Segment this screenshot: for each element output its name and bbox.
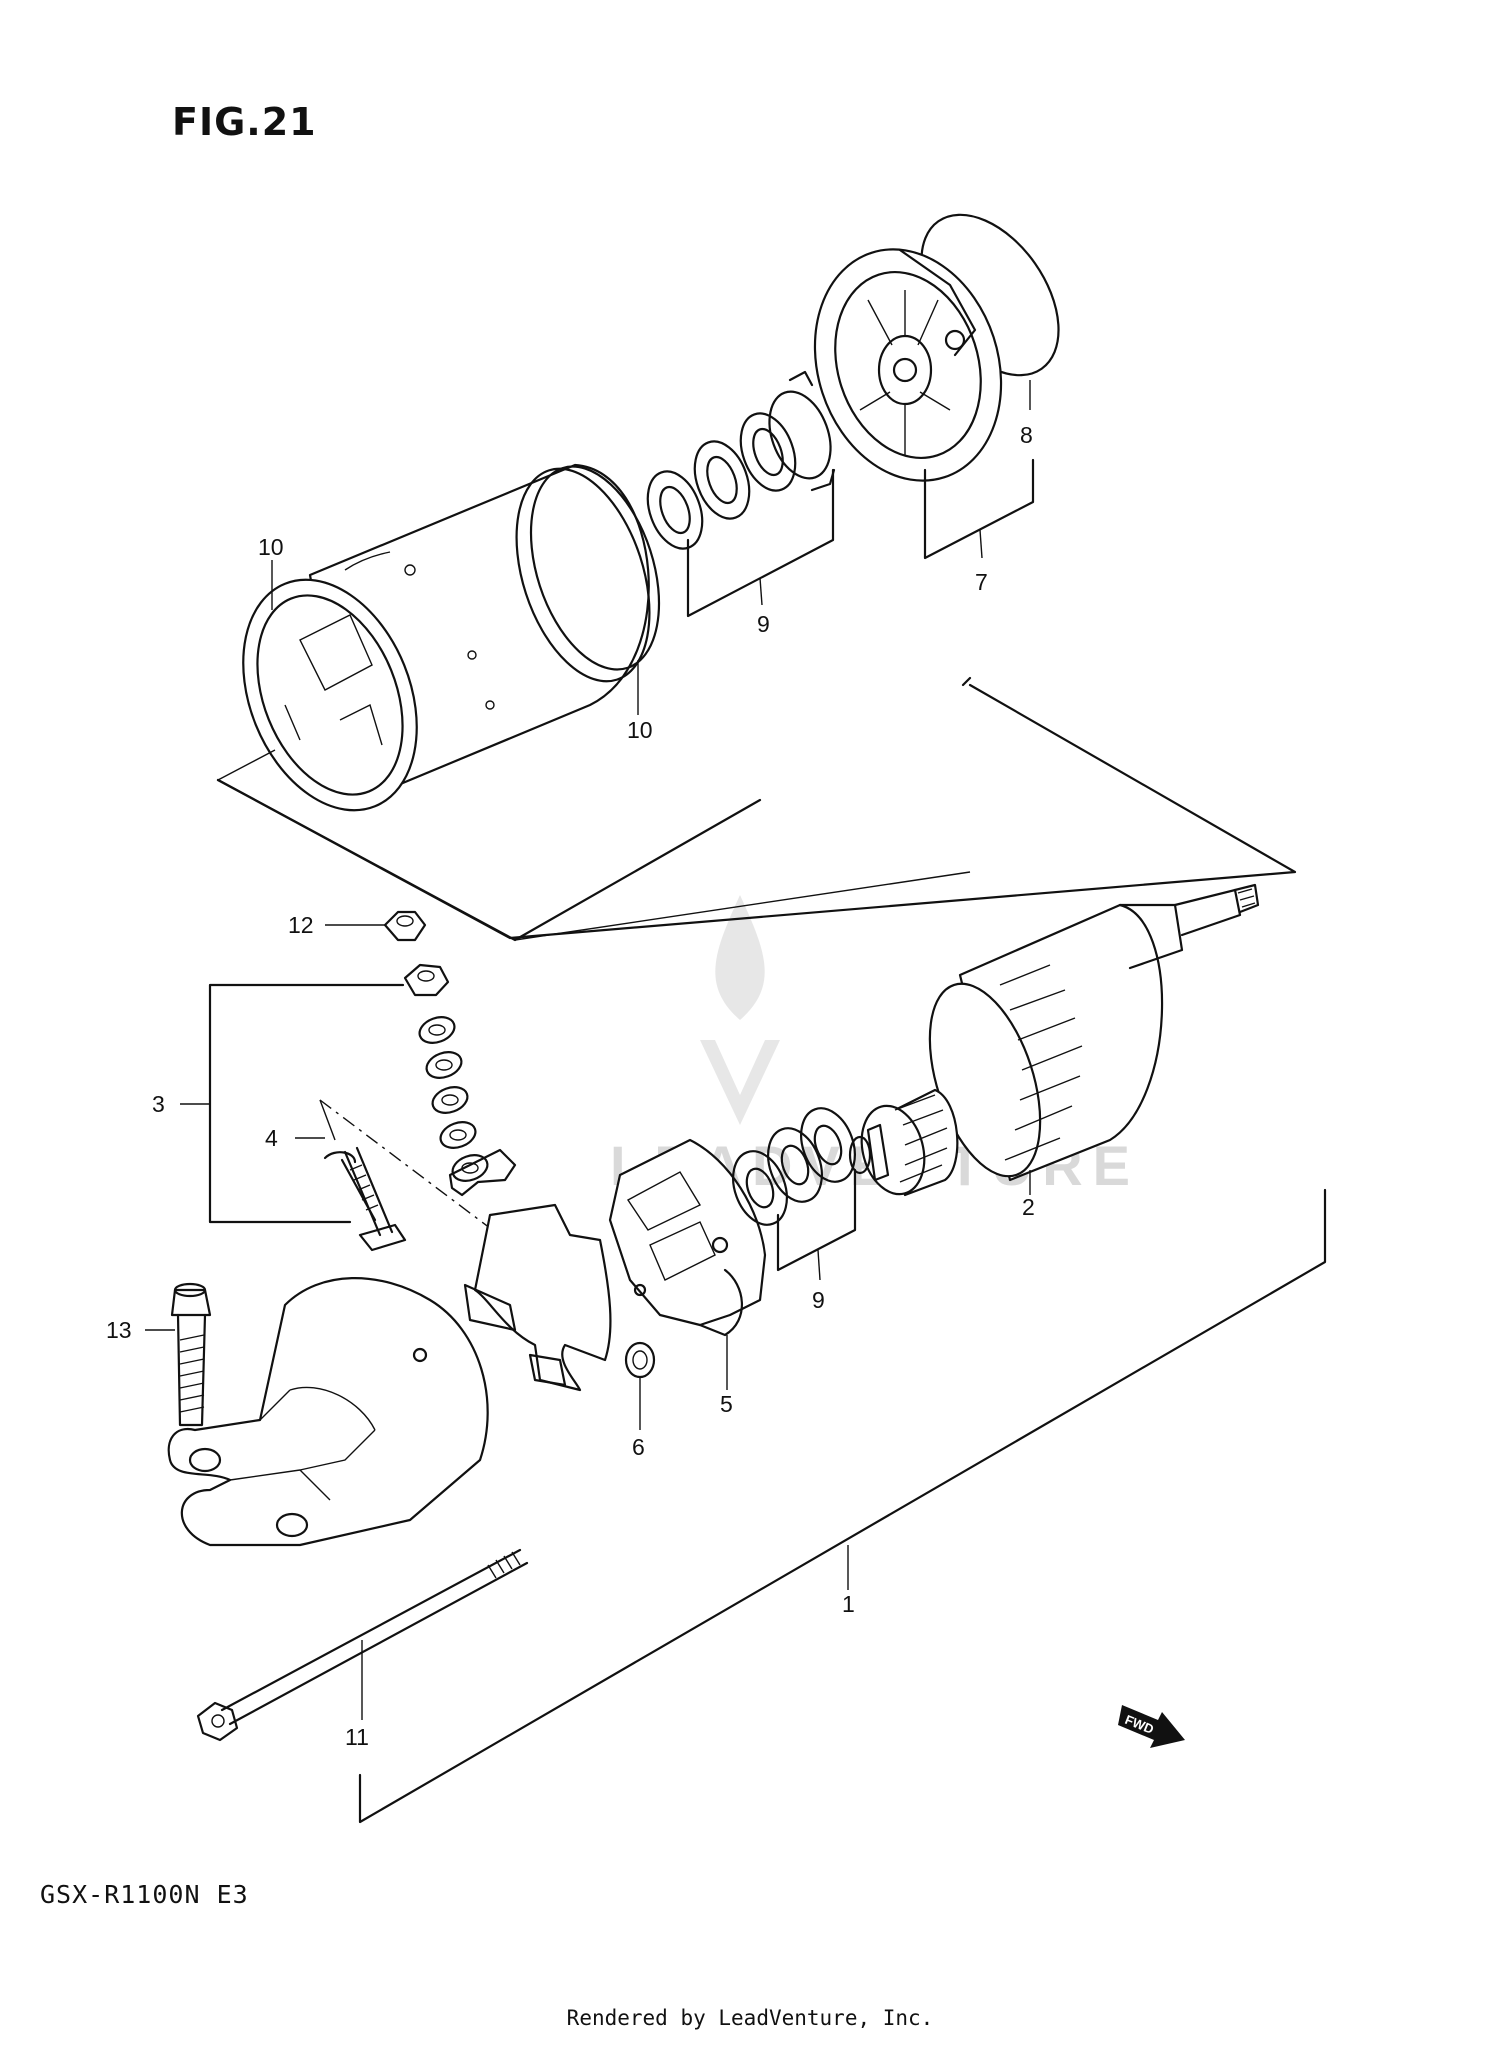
washer-set-part-9-lower bbox=[732, 1107, 856, 1226]
bearing-part-6 bbox=[624, 1341, 656, 1379]
brush-holder-part-5 bbox=[463, 1138, 767, 1392]
callout-12: 12 bbox=[288, 912, 314, 938]
figure-title: FIG.21 bbox=[172, 100, 317, 144]
nut-part-12 bbox=[383, 910, 427, 942]
armature-part-2 bbox=[848, 883, 1260, 1197]
callout-8: 8 bbox=[1020, 422, 1033, 448]
front-cover-bracket bbox=[167, 1277, 489, 1547]
callout-13: 13 bbox=[106, 1317, 132, 1343]
washer-set-part-9-upper bbox=[646, 370, 836, 550]
callout-4: 4 bbox=[265, 1125, 278, 1151]
callout-10-lower: 10 bbox=[627, 717, 653, 743]
footer-credit: Rendered by LeadVenture, Inc. bbox=[566, 2006, 934, 2030]
callout-1: 1 bbox=[842, 1591, 855, 1617]
callout-leaders bbox=[145, 380, 1327, 1824]
callout-3: 3 bbox=[152, 1091, 165, 1117]
model-code: GSX-R1100N E3 bbox=[40, 1880, 249, 1909]
callout-11: 11 bbox=[345, 1724, 369, 1750]
callout-2: 2 bbox=[1022, 1194, 1035, 1220]
rear-housing-part-7 bbox=[813, 248, 1003, 482]
bolt-part-13 bbox=[170, 1282, 212, 1427]
leadventure-logo-icon bbox=[700, 895, 780, 1125]
terminal-bolt-part-4 bbox=[323, 1146, 407, 1252]
callout-9-lower: 9 bbox=[812, 1287, 825, 1313]
callout-7: 7 bbox=[975, 569, 988, 595]
through-bolt-part-11 bbox=[196, 1548, 529, 1742]
callout-5: 5 bbox=[720, 1391, 733, 1417]
yoke-housing-part-10 bbox=[242, 463, 661, 812]
callout-10-left: 10 bbox=[258, 534, 284, 560]
callout-6: 6 bbox=[632, 1434, 645, 1460]
callout-9-upper: 9 bbox=[757, 611, 770, 637]
terminal-set-part-3 bbox=[403, 963, 517, 1197]
fwd-arrow-icon: FWD bbox=[1118, 1705, 1185, 1748]
